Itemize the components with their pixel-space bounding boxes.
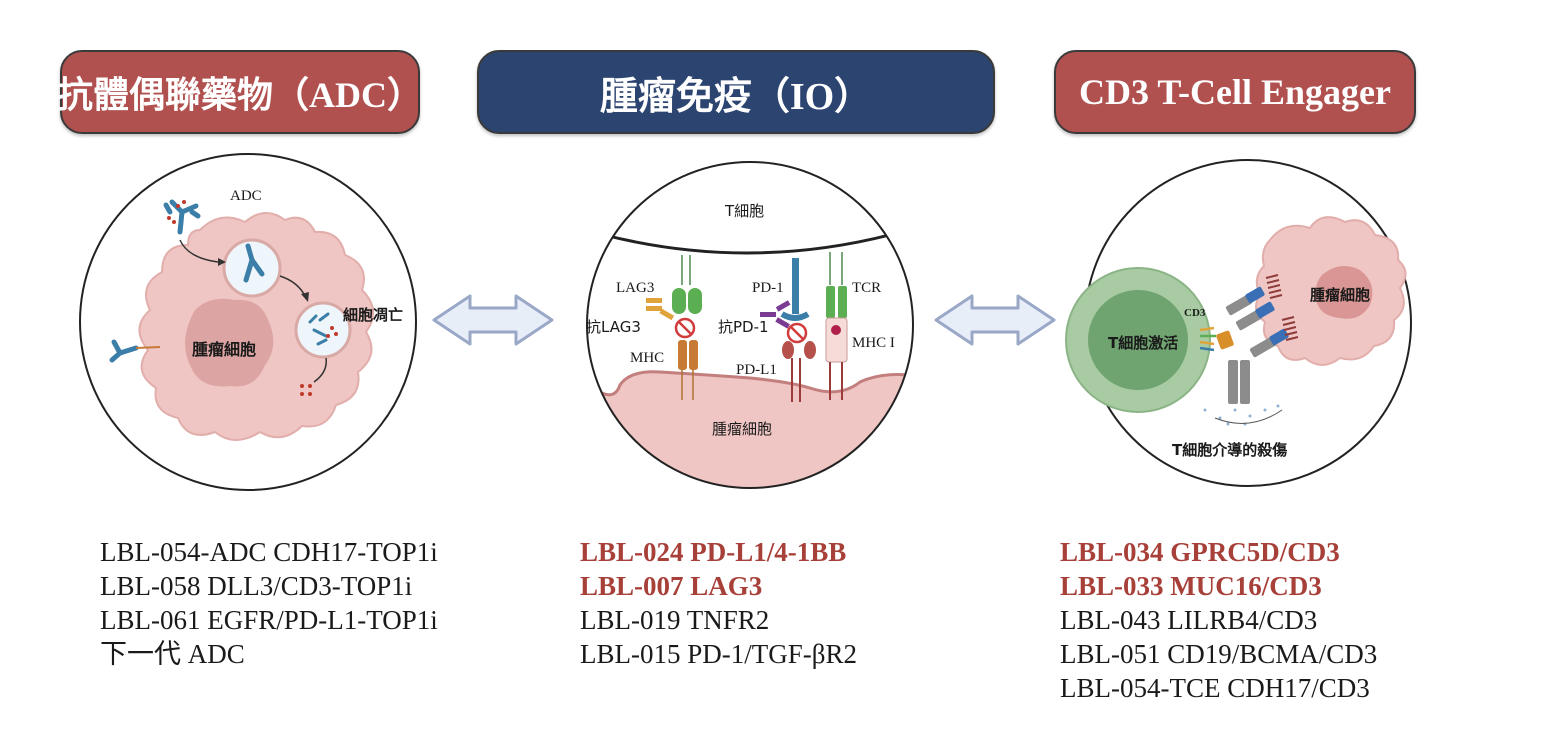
mhc1-receptor (825, 317, 848, 400)
pipeline-item-highlight: LBL-007 LAG3 (580, 571, 763, 601)
adc-apoptosis-label: 細胞凋亡 (343, 306, 403, 324)
pd1-receptor (780, 258, 810, 321)
t-cell-nucleus (1088, 290, 1188, 390)
header-adc-title-en: （ADC） (273, 75, 424, 115)
adc-arrow-release (313, 357, 327, 383)
pipeline-item: LBL-054-TCE CDH17/CD3 (1060, 673, 1370, 703)
lag3-receptor (672, 255, 702, 314)
io-mhc-label: MHC (630, 350, 664, 366)
pipeline-item: LBL-054-ADC CDH17-TOP1i (100, 537, 438, 567)
pipeline-list-io: LBL-024 PD-L1/4-1BB LBL-007 LAG3 LBL-019… (580, 535, 857, 671)
adc-lysosome (294, 301, 352, 359)
io-mhc1-label: MHC I (852, 335, 895, 351)
adc-tumor-cell-label: 腫瘤細胞 (192, 340, 256, 359)
bispecific-antibody (1216, 286, 1289, 404)
arrowhead-icon (218, 258, 226, 266)
double-arrow-icon (934, 294, 1056, 346)
io-tumor-cell-label: 腫瘤細胞 (712, 420, 772, 438)
pdl1-receptor (782, 341, 816, 402)
tce-cd3-label: CD3 (1184, 307, 1206, 319)
adc-antibody-internalized-icon (243, 243, 265, 283)
io-tcr-label: TCR (852, 280, 881, 296)
io-lag3-label: LAG3 (616, 280, 654, 296)
block-icon (674, 317, 696, 339)
header-io: 腫瘤免疫（IO） (477, 50, 995, 134)
anti-lag3-antibody (646, 298, 675, 321)
arrowhead-icon (301, 292, 309, 302)
pipeline-item-highlight: LBL-034 GPRC5D/CD3 (1060, 537, 1340, 567)
pipeline-item: LBL-051 CD19/BCMA/CD3 (1060, 639, 1378, 669)
tce-diagram: CD3 T細胞激活 腫瘤細胞 T細胞介導的殺傷 (1065, 159, 1412, 487)
cd3-receptor (1199, 326, 1216, 352)
pipeline-item: LBL-019 TNFR2 (580, 605, 770, 635)
adc-label: ADC (230, 188, 262, 204)
tcr-receptor (826, 252, 847, 318)
pipeline-item: LBL-015 PD-1/TGF-βR2 (580, 639, 857, 669)
header-adc-title-cjk: 抗體偶聯藥物 (57, 75, 274, 116)
header-io-title-en: （IO） (751, 75, 873, 118)
io-pdl1-label: PD-L1 (736, 362, 777, 378)
pipeline-item: LBL-061 EGFR/PD-L1-TOP1i (100, 605, 438, 635)
adc-released-payload (300, 326, 338, 396)
adc-arrow-internalize (179, 239, 219, 263)
header-adc: 抗體偶聯藥物（ADC） (57, 50, 424, 134)
pipeline-list-adc: LBL-054-ADC CDH17-TOP1i LBL-058 DLL3/CD3… (100, 535, 438, 671)
io-t-cell-label: T細胞 (724, 202, 764, 220)
io-circle-frame (586, 161, 914, 489)
io-diagram: T細胞 LAG3 抗LAG3 MHC PD-1 抗PD-1 PD-L1 TCR … (586, 161, 914, 489)
tce-killing-label: T細胞介導的殺傷 (1172, 441, 1287, 459)
tce-tumor-nucleus (1315, 266, 1373, 319)
pipeline-item-highlight: LBL-024 PD-L1/4-1BB (580, 537, 847, 567)
adc-diagram: ADC 腫瘤細胞 細胞凋亡 (79, 153, 417, 491)
io-anti-lag3-label: 抗LAG3 (586, 318, 641, 336)
adc-fragments (308, 312, 330, 346)
io-anti-pd1-label: 抗PD-1 (718, 318, 769, 336)
pipeline-item: 下一代 ADC (100, 639, 245, 669)
pipeline-list-tce: LBL-034 GPRC5D/CD3 LBL-033 MUC16/CD3 LBL… (1060, 535, 1377, 705)
header-tce: CD3 T-Cell Engager (1054, 50, 1416, 134)
pipeline-item: LBL-043 LILRB4/CD3 (1060, 605, 1318, 635)
killing-arrow (1214, 409, 1283, 424)
header-io-title-cjk: 腫瘤免疫 (599, 73, 752, 118)
adc-linker (135, 346, 161, 349)
tce-t-cell-activation-label: T細胞激活 (1108, 334, 1178, 352)
anti-pd1-antibody (760, 300, 791, 329)
adc-antibody-left-icon (109, 339, 139, 363)
mhc-receptor (678, 340, 698, 400)
tumor-antigen (1265, 274, 1299, 341)
adc-nucleus (185, 298, 274, 387)
adc-payload-dots (167, 200, 186, 224)
io-pd1-label: PD-1 (752, 280, 784, 296)
pipeline-item: LBL-058 DLL3/CD3-TOP1i (100, 571, 413, 601)
double-arrow-icon (432, 294, 554, 346)
header-tce-title: CD3 T-Cell Engager (1078, 72, 1391, 112)
pipeline-item-highlight: LBL-033 MUC16/CD3 (1060, 571, 1322, 601)
tce-tumor-cell-label: 腫瘤細胞 (1310, 286, 1370, 304)
block-icon (786, 322, 808, 344)
